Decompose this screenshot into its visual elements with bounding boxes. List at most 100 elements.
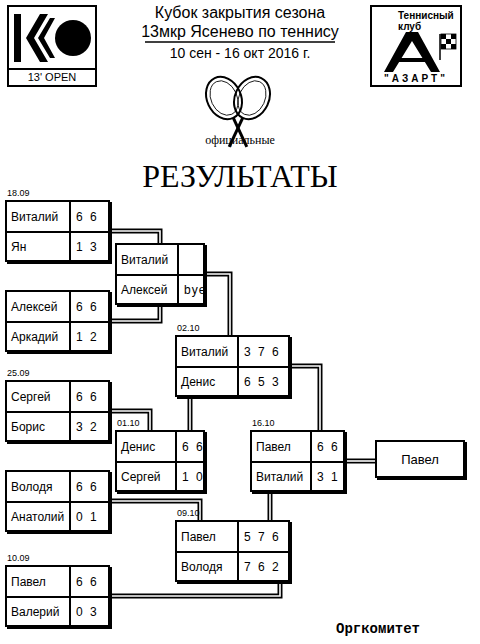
line-outer: [110, 305, 160, 321]
line-outer: [345, 459, 375, 464]
line-inner: [205, 274, 230, 335]
player-name: Виталий: [7, 202, 71, 231]
bracket-line: [110, 305, 160, 321]
player-name: Алексей: [117, 276, 179, 303]
player-name: Виталий: [177, 337, 239, 366]
player-row: Денис6 5 3: [177, 366, 288, 395]
match-box: 09.10Павел5 7 6Володя7 6 2: [175, 520, 290, 582]
match-box: Алексей6 6Аркадий1 2: [5, 290, 110, 352]
set-scores: 3 2: [71, 413, 108, 440]
player-row: Володя7 6 2: [177, 551, 288, 580]
player-row: Сергей6 6: [7, 382, 108, 411]
line-outer: [110, 582, 280, 596]
line-inner: [290, 366, 320, 430]
match-date: 01.10: [117, 418, 140, 428]
match-box: 25.09Сергей6 6Борис3 2: [5, 380, 110, 442]
player-row: Анатолий0 1: [7, 501, 108, 530]
bracket-line: [270, 492, 271, 520]
set-scores: 0 1: [71, 503, 108, 530]
match-date: 10.09: [7, 553, 30, 563]
player-name: Сергей: [117, 463, 177, 490]
bracket-line: [190, 397, 191, 430]
line-inner: [110, 582, 280, 596]
player-name: Денис: [177, 368, 239, 395]
match-date: 25.09: [7, 368, 30, 378]
match-date: 02.10: [177, 323, 200, 333]
player-row: Павел6 6: [7, 567, 108, 596]
player-row: Володя6 6: [7, 472, 108, 501]
score-cell: [179, 245, 203, 274]
player-name: Виталий: [252, 463, 312, 490]
player-name: Алексей: [7, 292, 71, 321]
player-name: Володя: [177, 553, 239, 580]
line-outer: [110, 231, 160, 243]
line-outer: [110, 411, 150, 430]
player-name: Павел: [252, 432, 312, 461]
line-inner: [269, 492, 271, 520]
line-inner: [110, 231, 160, 243]
set-scores: 0 3: [71, 598, 108, 625]
set-scores: 6 6: [312, 432, 343, 461]
bracket-line: [110, 411, 150, 430]
match-date: 16.10: [252, 418, 275, 428]
bracket-line: [345, 461, 375, 462]
player-name: Анатолий: [7, 503, 71, 530]
player-name: Денис: [117, 432, 177, 461]
title-rule: [145, 41, 335, 43]
match-box: 18.09Виталий6 6Ян1 3: [5, 200, 110, 262]
player-row: Виталий3 7 6: [177, 337, 288, 366]
line-inner: [110, 501, 200, 520]
player-name: Павел: [7, 567, 71, 596]
line-inner: [345, 460, 375, 462]
set-scores: 1 3: [71, 233, 108, 260]
set-scores: 6 6: [71, 292, 108, 321]
logo-caption: 13' OPEN: [9, 68, 95, 85]
organizer-signature: Оргкомитет: [336, 621, 420, 637]
player-name: Виталий: [117, 245, 179, 274]
player-row: Сергей1 0: [117, 461, 203, 490]
player-name: Борис: [7, 413, 71, 440]
line-outer: [110, 501, 200, 520]
match-box: 16.10Павел6 6Виталий3 1: [250, 430, 345, 492]
match-box: 01.10Денис6 6Сергей1 0: [115, 430, 205, 492]
line-outer: [188, 397, 193, 430]
set-scores: 6 6: [71, 472, 108, 501]
line-outer: [268, 492, 273, 520]
player-row: Алексей6 6: [7, 292, 108, 321]
line-inner: [110, 305, 160, 321]
set-scores: 3 1: [312, 463, 343, 490]
line-outer: [205, 274, 230, 335]
line-inner: [189, 397, 191, 430]
bracket-line: [110, 231, 160, 243]
event-dates: 10 сен - 16 окт 2016 г.: [140, 45, 340, 61]
player-name: Аркадий: [7, 323, 71, 350]
open-logo-graphic: [14, 14, 91, 62]
results-heading: РЕЗУЛЬТАТЫ: [90, 158, 390, 195]
line-inner: [110, 411, 150, 430]
player-row: Аркадий1 2: [7, 321, 108, 350]
match-box: ВиталийАлексейbye: [115, 243, 205, 305]
player-name: Сергей: [7, 382, 71, 411]
club-name: "АЗАРТ": [372, 73, 460, 84]
player-row: Виталий3 1: [252, 461, 343, 490]
set-scores: 6 6: [71, 202, 108, 231]
club-heading: Теннисный клуб: [398, 10, 460, 32]
player-name: Володя: [7, 472, 71, 501]
player-row: Павел5 7 6: [177, 522, 288, 551]
player-name: Ян: [7, 233, 71, 260]
set-scores: 7 6 2: [239, 553, 288, 580]
set-scores: 1 2: [71, 323, 108, 350]
player-name: Павел: [177, 522, 239, 551]
bracket-line: [110, 582, 280, 596]
set-scores: 3 7 6: [239, 337, 288, 366]
set-scores: 6 6: [177, 432, 203, 461]
bracket-line: [205, 274, 230, 335]
set-scores: 5 7 6: [239, 522, 288, 551]
player-row: Борис3 2: [7, 411, 108, 440]
winner-box: Павел: [375, 440, 465, 478]
player-row: Виталий6 6: [7, 202, 108, 231]
logo-box: Теннисный клуб "АЗАРТ": [370, 5, 462, 87]
set-scores: 6 6: [71, 567, 108, 596]
player-row: Денис6 6: [117, 432, 203, 461]
